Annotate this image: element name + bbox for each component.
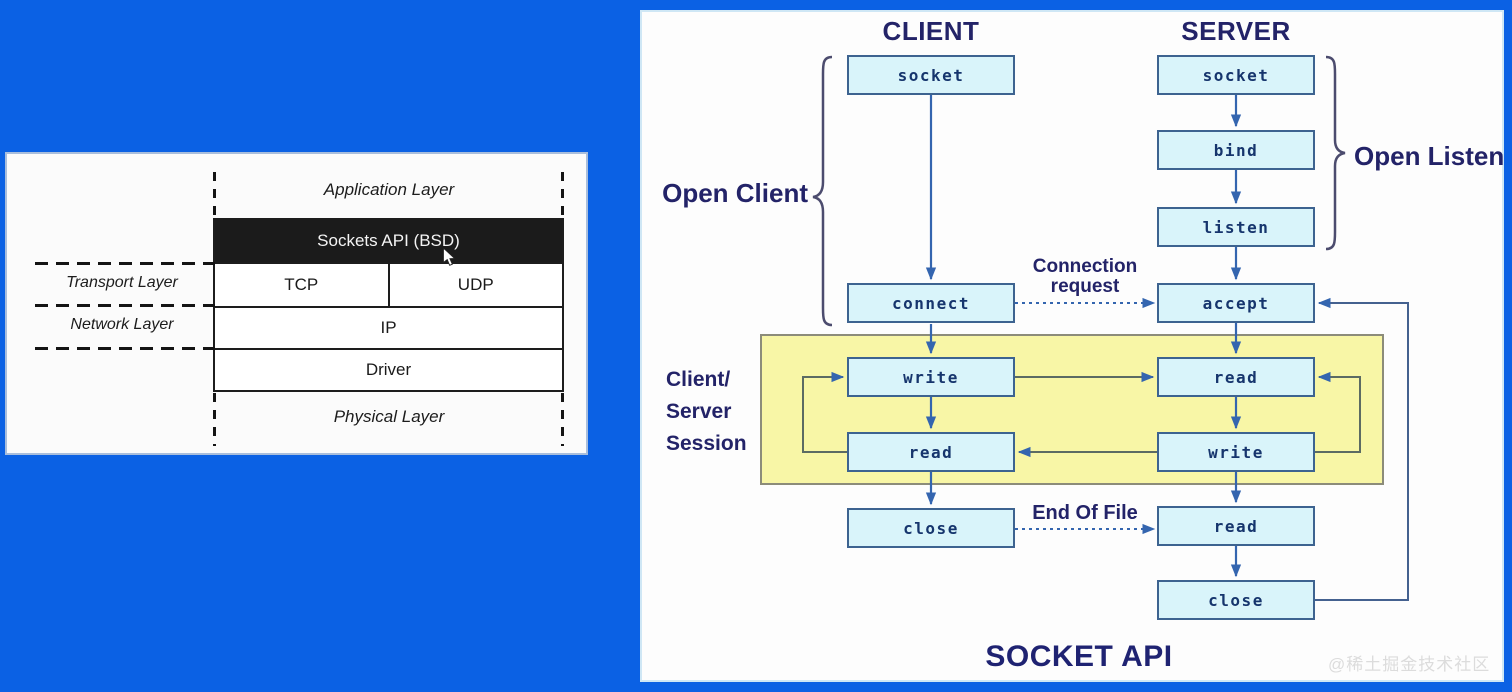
network-stack-panel: Application Layer Sockets API (BSD) TCP … [5,152,588,455]
diagram-title: SOCKET API [985,640,1173,673]
mouse-cursor-icon [443,248,456,266]
server-bind-node: bind [1157,130,1315,170]
protocol-stack: Sockets API (BSD) TCP UDP IP Driver [213,218,564,392]
open-listen-brace [1325,55,1346,251]
ip-row: IP [215,306,562,348]
connection-request-line1: Connection [1032,256,1138,277]
client-read-node: read [847,432,1015,472]
client-connect-node: connect [847,283,1015,323]
server-write-node: write [1157,432,1315,472]
server-column-header: SERVER [1181,16,1291,46]
open-client-label: Open Client [662,178,808,208]
server-socket-node: socket [1157,55,1315,95]
transport-top-dashed-line [35,262,215,265]
socket-api-panel: CLIENT SERVER [640,10,1504,682]
session-label: Client/ Server Session [666,364,776,460]
open-listen-label: Open Listen [1354,141,1505,171]
session-label-line3: Session [666,432,747,455]
client-close-node: close [847,508,1015,548]
transport-layer-label: Transport Layer [66,274,178,291]
client-column-header: CLIENT [882,16,980,46]
server-close-node: close [1157,580,1315,620]
connection-request-label: Connection request [1013,257,1157,297]
network-layer-label: Network Layer [70,316,174,333]
application-layer-label: Application Layer [323,180,455,199]
transport-row: TCP UDP [215,262,562,306]
server-accept-node: accept [1157,283,1315,323]
server-read-eof-node: read [1157,506,1315,546]
session-label-line1: Client/ [666,368,731,391]
session-label-line2: Server [666,400,732,423]
network-bottom-dashed-line [35,347,215,350]
udp-cell: UDP [457,275,494,294]
server-read-node: read [1157,357,1315,397]
network-top-dashed-line [35,304,215,307]
end-of-file-label: End Of File [1032,502,1138,524]
sockets-api-bar: Sockets API (BSD) [215,220,562,266]
open-client-brace [812,55,833,327]
client-socket-node: socket [847,55,1015,95]
client-write-node: write [847,357,1015,397]
driver-row: Driver [215,348,562,390]
watermark: @稀土掘金技术社区 [1328,655,1491,674]
sockets-api-bar-label: Sockets API (BSD) [317,231,460,250]
physical-layer-label: Physical Layer [333,407,445,426]
tcp-cell: TCP [215,264,390,306]
server-listen-node: listen [1157,207,1315,247]
connection-request-line2: request [1050,276,1120,297]
